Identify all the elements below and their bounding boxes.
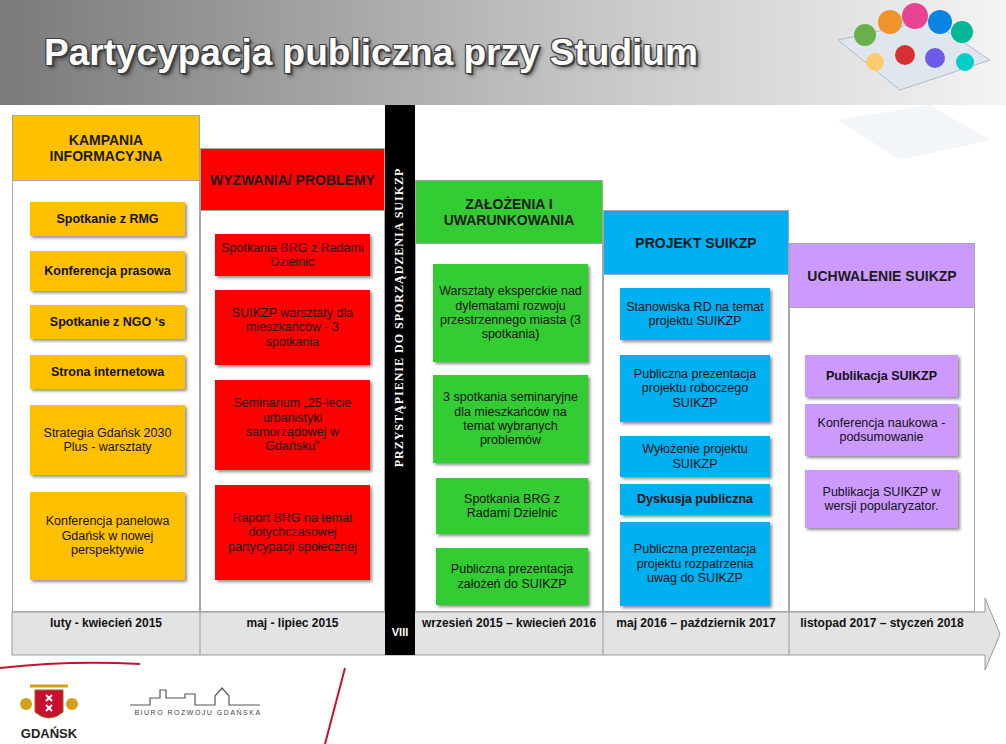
timeline-label: maj - lipiec 2015	[202, 616, 383, 630]
activity-box: Konferencja prasowa	[30, 251, 185, 291]
people-icon-cluster	[838, 3, 990, 160]
activity-box: Konferencja naukowa - podsumowanie	[805, 404, 958, 456]
stage-title: UCHWALENIE SUIKZP	[807, 268, 956, 284]
activity-box: Spotkania BRG z Radami Dzielnic	[436, 478, 588, 534]
activity-text: Dyskusja publiczna	[637, 492, 753, 506]
activity-text: Raport BRG na temat dotychczasowej party…	[221, 511, 364, 554]
activity-box: SUIKZP warsztaty dla mieszkańców - 3 spo…	[215, 290, 370, 365]
stage-title: WYZWANIA/ PROBLEMY	[210, 172, 375, 188]
activity-box: Strona internetowa	[30, 355, 185, 389]
timeline-label: VIII	[386, 626, 414, 638]
activity-box: Warsztaty eksperckie nad dylematami rozw…	[433, 264, 588, 362]
activity-text: Publiczna prezentacja projektu roboczego…	[626, 367, 764, 410]
activity-text: Wyłożenie projektu SUIKZP	[626, 442, 764, 471]
activity-text: Stanowiska RD na temat projektu SUIKZP	[626, 300, 764, 329]
timeline-label: maj 2016 – październik 2017	[605, 616, 787, 630]
activity-text: 3 spotkania seminaryjne dla mieszkańców …	[439, 390, 582, 448]
stage-panel: WYZWANIA/ PROBLEMY Spotkania BRG z Radami…	[200, 148, 385, 612]
activity-box: Publikacja SUIKZP w wersji popularyzator…	[805, 470, 958, 528]
milestone-band: PRZYSTĄPIENIE DO SPORZĄDZENIA SUIKZP	[385, 105, 415, 612]
timeline-label: listopad 2017 – styczeń 2018	[791, 616, 973, 630]
biuro-logo	[130, 668, 345, 744]
activity-box: Publikacja SUIKZP	[805, 355, 958, 397]
activity-text: Spotkania BRG z Radami Dzielnic	[221, 241, 364, 270]
stage-header: WYZWANIA/ PROBLEMY	[200, 148, 385, 211]
activity-box: Publiczna prezentacja projektu roboczego…	[620, 355, 770, 422]
stage-panel: PROJEKT SUIKZP Stanowiska RD na temat pro…	[603, 210, 789, 612]
activity-text: Strona internetowa	[51, 365, 164, 379]
stage-title: KAMPANIA INFORMACYJNA	[19, 132, 193, 164]
activity-box: Spotkanie z NGO ‘s	[30, 305, 185, 339]
stage-header: ZAŁOŻENIA I UWARUNKOWANIA	[415, 180, 603, 244]
activity-box: Spotkania BRG z Radami Dzielnic	[215, 234, 370, 276]
activity-box: Strategia Gdańsk 2030 Plus - warsztaty	[30, 405, 185, 475]
activity-text: Warsztaty eksperckie nad dylematami rozw…	[439, 284, 582, 342]
activity-text: Konferencja panelowa Gdańsk w nowej pers…	[36, 514, 179, 557]
stage-header: UCHWALENIE SUIKZP	[789, 243, 975, 308]
stage-title: PROJEKT SUIKZP	[635, 235, 756, 251]
logo-text: GDAŃSK	[14, 726, 84, 741]
slide-title: Partycypacja publiczna przy Studium	[44, 32, 698, 74]
stage-panel: UCHWALENIE SUIKZP Publikacja SUIKZP Konfer…	[789, 243, 975, 612]
activity-text: Publiczna prezentacja założeń do SUIKZP	[442, 562, 582, 591]
activity-text: Publiczna prezentacja projektu rozpatrze…	[626, 542, 764, 585]
stage-panel: KAMPANIA INFORMACYJNA Spotkanie z RMG Konf…	[12, 115, 200, 612]
activity-text: Konferencja prasowa	[44, 264, 170, 278]
stage-header: KAMPANIA INFORMACYJNA	[12, 115, 200, 181]
activity-box: Dyskusja publiczna	[620, 484, 770, 515]
activity-text: SUIKZP warsztaty dla mieszkańców - 3 spo…	[221, 306, 364, 349]
timeline-label: wrzesień 2015 – kwiecień 2016	[417, 616, 601, 630]
activity-box: Publiczna prezentacja założeń do SUIKZP	[436, 548, 588, 605]
activity-text: Spotkanie z RMG	[56, 212, 158, 226]
activity-box: Seminarium „25-lecie urbanistyki samorzą…	[215, 380, 370, 470]
stage-header: PROJEKT SUIKZP	[603, 210, 789, 275]
gdansk-logo	[0, 663, 140, 718]
activity-text: Spotkania BRG z Radami Dzielnic	[442, 492, 582, 521]
activity-box: Publiczna prezentacja projektu rozpatrze…	[620, 522, 770, 606]
activity-box: 3 spotkania seminaryjne dla mieszkańców …	[433, 375, 588, 463]
milestone-text: PRZYSTĄPIENIE DO SPORZĄDZENIA SUIKZP	[393, 168, 408, 468]
activity-box: Konferencja panelowa Gdańsk w nowej pers…	[30, 492, 185, 580]
activity-text: Konferencja naukowa - podsumowanie	[811, 416, 952, 445]
logo-text: BIURO ROZWOJU GDAŃSKA	[128, 709, 268, 716]
activity-box: Raport BRG na temat dotychczasowej party…	[215, 485, 370, 580]
timeline-label: luty - kwiecień 2015	[14, 616, 198, 630]
activity-box: Stanowiska RD na temat projektu SUIKZP	[620, 288, 770, 340]
stage-panel: ZAŁOŻENIA I UWARUNKOWANIA Warsztaty ekspe…	[415, 180, 603, 612]
activity-text: Seminarium „25-lecie urbanistyki samorzą…	[221, 396, 364, 454]
activity-box: Wyłożenie projektu SUIKZP	[620, 436, 770, 477]
activity-text: Spotkanie z NGO ‘s	[50, 315, 165, 329]
title-bar	[0, 0, 1006, 105]
activity-text: Publikacja SUIKZP	[826, 369, 937, 383]
stage-title: ZAŁOŻENIA I UWARUNKOWANIA	[422, 196, 596, 228]
activity-text: Publikacja SUIKZP w wersji popularyzator…	[811, 485, 952, 514]
activity-text: Strategia Gdańsk 2030 Plus - warsztaty	[36, 426, 179, 455]
activity-box: Spotkanie z RMG	[30, 202, 185, 236]
